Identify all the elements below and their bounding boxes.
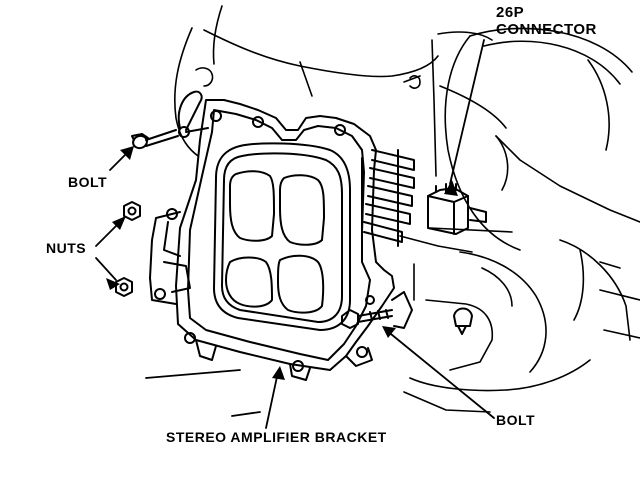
nuts-label: NUTS [46, 240, 87, 256]
left-mounting-ear [149, 211, 191, 305]
vehicle-body-outline [173, 5, 640, 413]
heat-sink-fins [361, 149, 415, 247]
steering-wheel-outline [469, 27, 633, 151]
clip-fastener [453, 307, 473, 335]
upper-bolt [131, 90, 209, 150]
bracket-window-frame [213, 142, 351, 331]
lower-bolt [341, 291, 413, 329]
arrowheads [106, 146, 458, 380]
bolt-lower-label: BOLT [496, 412, 536, 428]
nut-upper [123, 201, 141, 221]
bracket-cutouts [225, 170, 325, 314]
connector-label-line1: 26P [496, 4, 525, 21]
bolt-upper-label: BOLT [68, 174, 108, 190]
nut-lower [115, 277, 133, 297]
leader-lines [95, 39, 495, 429]
stereo-amplifier-bracket [154, 99, 395, 381]
connector-label-line2: CONNECTOR [496, 21, 597, 38]
bracket-label: STEREO AMPLIFIER BRACKET [166, 429, 387, 445]
26p-connector [427, 183, 487, 235]
